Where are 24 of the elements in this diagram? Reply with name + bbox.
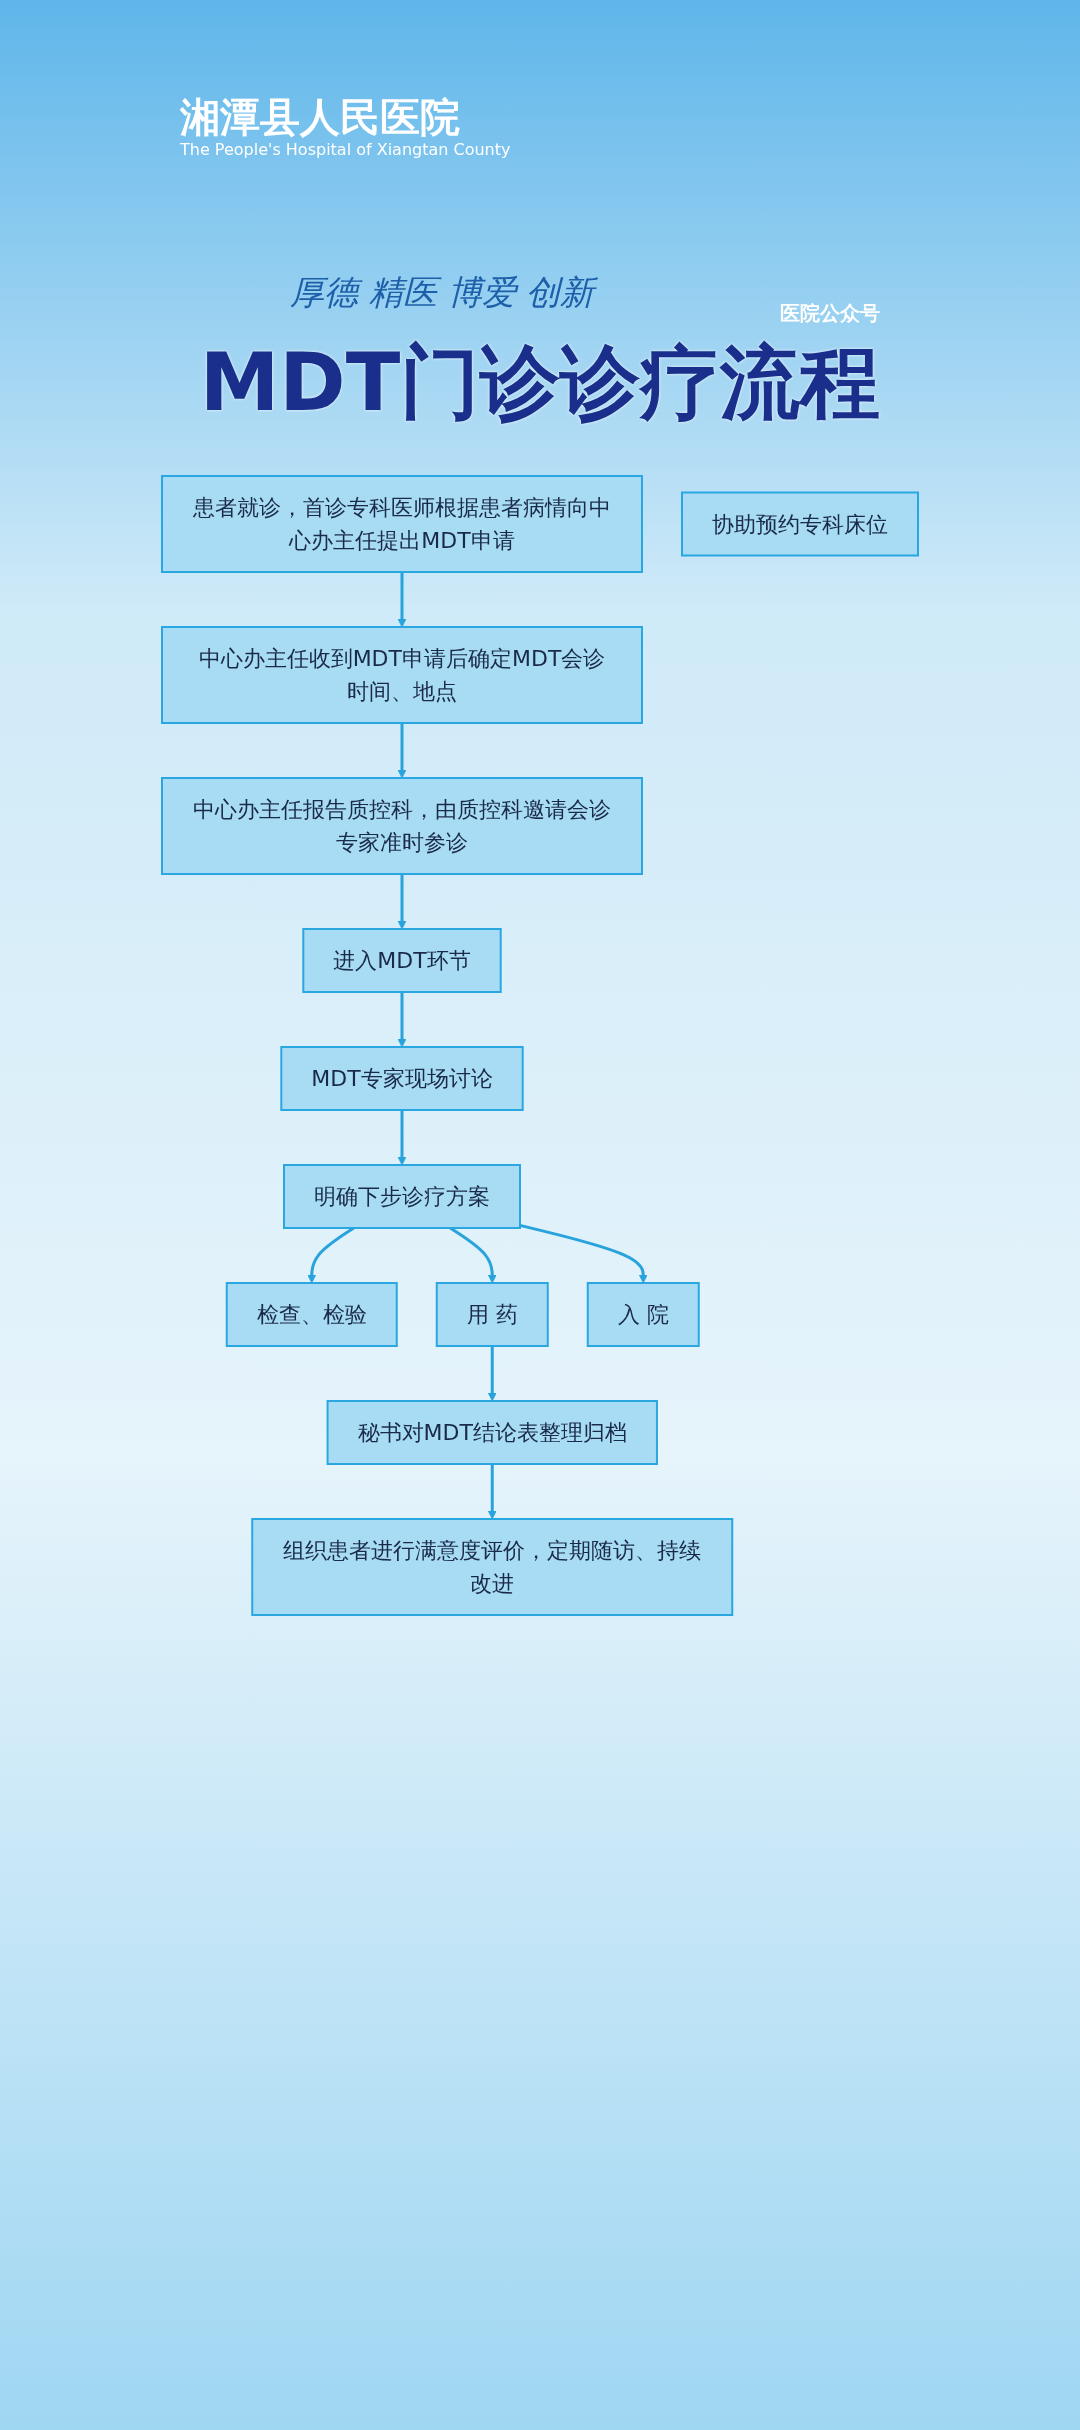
hospital-name: 湘潭县人民医院: [180, 92, 460, 142]
node-box: MDT专家现场讨论: [280, 1046, 524, 1111]
hospital-name-english: The People's Hospital of Xiangtan County: [180, 140, 511, 159]
arrow: [397, 572, 407, 628]
node-box: 入 院: [586, 1282, 700, 1347]
arrow: [397, 723, 407, 779]
qr-caption: 医院公众号: [780, 300, 880, 327]
node-box: 用 药: [435, 1282, 549, 1347]
node-box: 协助预约专科床位: [681, 491, 919, 557]
title: MDT门诊诊疗流程: [198, 335, 882, 431]
arrow: [397, 874, 407, 930]
node-box: 组织患者进行满意度评价，定期随访、持续改进: [251, 1518, 734, 1616]
node-box: 进入MDT环节: [302, 928, 502, 993]
node-box: 患者就诊，首诊专科医师根据患者病情向中心办主任提出MDT申请: [161, 475, 643, 573]
arrow: [487, 1464, 497, 1520]
arrow: [519, 1223, 648, 1284]
node-box: 中心办主任收到MDT申请后确定MDT会诊时间、地点: [161, 626, 643, 724]
arrow: [487, 1346, 497, 1402]
arrow: [397, 1110, 407, 1166]
node-box: 明确下步诊疗方案: [283, 1164, 521, 1229]
arrow: [397, 992, 407, 1048]
node-box: 秘书对MDT结论表整理归档: [326, 1400, 658, 1465]
node-box: 中心办主任报告质控科，由质控科邀请会诊专家准时参诊: [161, 777, 643, 875]
node-box: 检查、检验: [225, 1282, 398, 1347]
